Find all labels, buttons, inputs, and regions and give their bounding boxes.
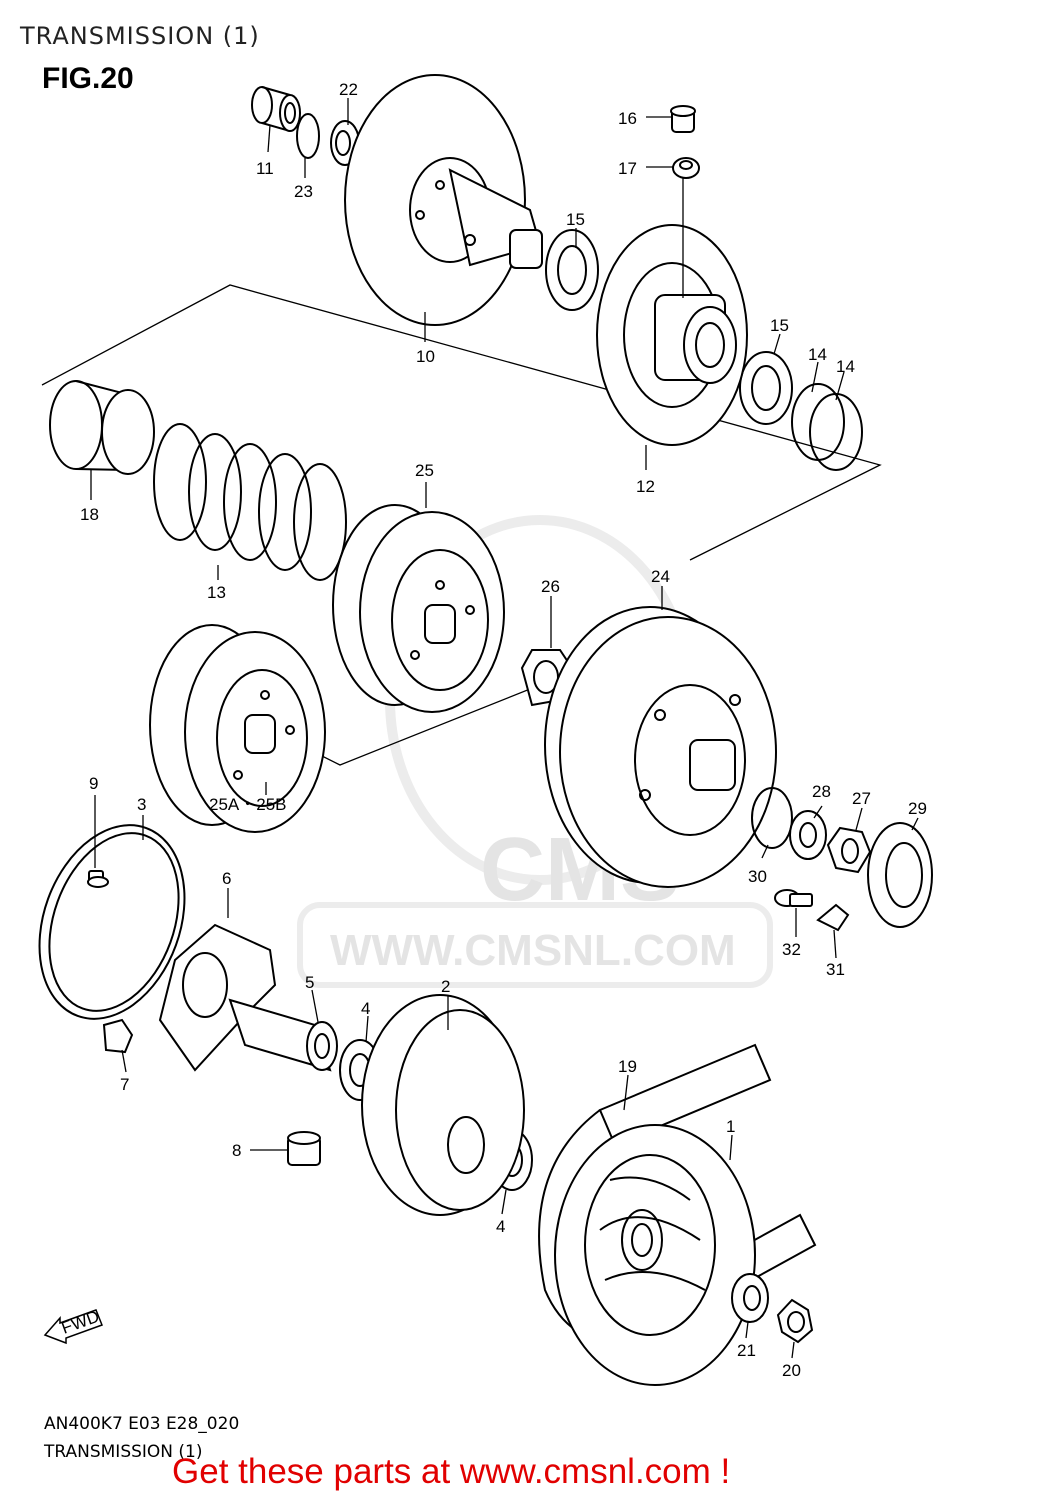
label-part-17: 17 <box>618 159 637 178</box>
label-part-18: 18 <box>80 505 99 524</box>
label-part-2: 2 <box>441 977 450 996</box>
part-11-needle-bearing[interactable] <box>251 86 301 132</box>
part-6-ramp-plate[interactable] <box>158 923 277 1072</box>
promo-link[interactable]: Get these parts at www.cmsnl.com ! <box>172 1452 731 1491</box>
label-part-29: 29 <box>908 799 927 818</box>
label-part-19: 19 <box>618 1057 637 1076</box>
part-20-nut[interactable] <box>776 1298 814 1344</box>
label-part-14-a: 14 <box>808 345 827 364</box>
part-8-collar[interactable] <box>287 1131 321 1166</box>
part-labels: 11 22 23 10 16 17 15 15 14 14 12 18 13 2… <box>80 80 927 1380</box>
label-part-25a-25b: 25A・25B <box>209 795 287 814</box>
part-28-washer[interactable] <box>789 810 827 860</box>
label-part-31: 31 <box>826 960 845 979</box>
part-18-spring-seat[interactable] <box>49 380 155 475</box>
watermark-url: WWW.CMSNL.COM <box>330 926 736 975</box>
label-part-24: 24 <box>651 567 670 586</box>
part-5-spacer-shaft[interactable] <box>228 998 338 1072</box>
diagram-code: AN400K7 E03 E28_020 <box>44 1414 240 1434</box>
part-10-drive-face[interactable] <box>344 74 543 326</box>
label-part-26: 26 <box>541 577 560 596</box>
label-part-30: 30 <box>748 867 767 886</box>
part-27-nut[interactable] <box>826 826 872 874</box>
page-title: TRANSMISSION (1) <box>20 22 260 50</box>
part-2-movable-drive-face[interactable] <box>361 994 525 1216</box>
part-7-slide-piece[interactable] <box>102 1018 134 1054</box>
assembly-outline-upper <box>41 284 882 561</box>
label-part-4-lower: 4 <box>496 1217 505 1236</box>
part-21-washer[interactable] <box>731 1273 769 1323</box>
label-part-12: 12 <box>636 477 655 496</box>
part-31-washer[interactable] <box>816 903 850 932</box>
label-part-14-b: 14 <box>836 357 855 376</box>
part-15-seal-upper[interactable] <box>545 229 599 311</box>
label-part-5: 5 <box>305 973 314 992</box>
label-part-15-upper: 15 <box>566 210 585 229</box>
label-part-9: 9 <box>89 774 98 793</box>
figure-number: FIG.20 <box>42 62 134 95</box>
part-3-plate[interactable] <box>14 805 210 1039</box>
label-part-6: 6 <box>222 869 231 888</box>
label-part-8: 8 <box>232 1141 241 1160</box>
part-14-o-ring-b[interactable] <box>809 393 863 471</box>
label-part-15-lower: 15 <box>770 316 789 335</box>
part-23-circlip[interactable] <box>296 113 320 159</box>
label-part-13: 13 <box>207 583 226 602</box>
label-part-7: 7 <box>120 1075 129 1094</box>
part-16-cap[interactable] <box>670 105 696 133</box>
part-12-driven-face[interactable] <box>596 224 748 446</box>
part-25-clutch-shoe[interactable] <box>332 504 505 713</box>
leader-lines <box>90 98 919 1359</box>
label-part-28: 28 <box>812 782 831 801</box>
label-part-1: 1 <box>726 1117 735 1136</box>
label-part-4-upper: 4 <box>361 999 370 1018</box>
label-part-32: 32 <box>782 940 801 959</box>
label-part-20: 20 <box>782 1361 801 1380</box>
label-part-3: 3 <box>137 795 146 814</box>
label-part-27: 27 <box>852 789 871 808</box>
label-part-16: 16 <box>618 109 637 128</box>
part-32-screw[interactable] <box>774 889 813 907</box>
part-14-o-ring-a[interactable] <box>791 383 845 461</box>
part-30-o-ring[interactable] <box>751 787 793 849</box>
part-13-compression-spring[interactable] <box>153 423 347 581</box>
label-part-11: 11 <box>256 159 274 178</box>
part-24-clutch-housing[interactable] <box>544 606 777 888</box>
label-part-22: 22 <box>339 80 358 99</box>
part-29-bearing[interactable] <box>867 822 933 928</box>
part-17-collar[interactable] <box>672 157 700 179</box>
part-1-drive-fan[interactable] <box>554 1124 756 1386</box>
label-part-21: 21 <box>737 1341 756 1360</box>
part-15-seal-lower[interactable] <box>739 351 793 425</box>
label-part-25: 25 <box>415 461 434 480</box>
part-9-bolt[interactable] <box>87 870 109 888</box>
fwd-direction-marker: FWD <box>43 1307 103 1345</box>
part-25a-25b-clutch-shoe[interactable] <box>149 624 326 833</box>
label-part-10: 10 <box>416 347 435 366</box>
label-part-23: 23 <box>294 182 313 201</box>
diagram-title: TRANSMISSION (1) <box>44 1442 203 1462</box>
